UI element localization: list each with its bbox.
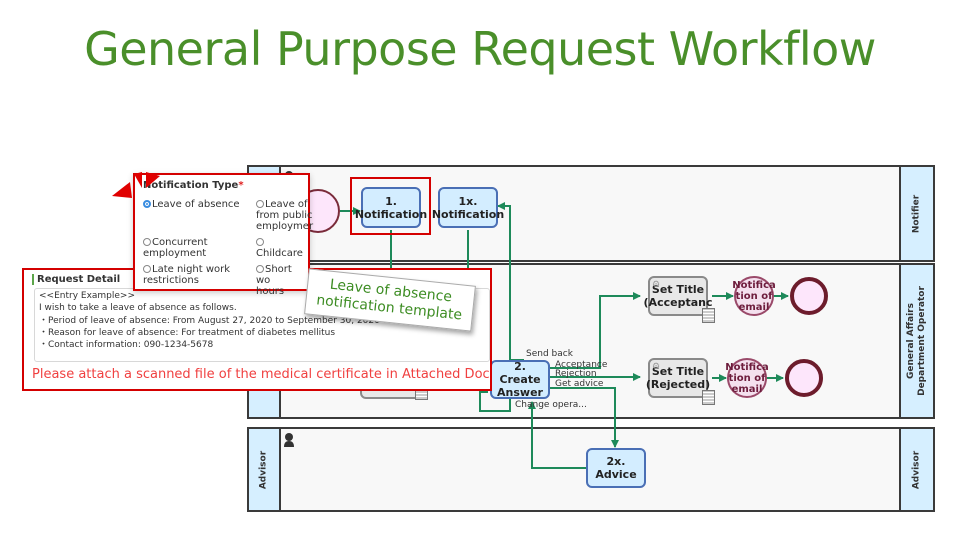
flow-change-operator bbox=[479, 391, 511, 412]
entry-line: ・Reason for leave of absence: For treatm… bbox=[39, 327, 336, 338]
option-label: Late night work bbox=[152, 264, 231, 275]
lane-header-advisor[interactable]: Advisor bbox=[899, 429, 933, 510]
flow-send-back bbox=[497, 202, 524, 362]
option-label: employmer bbox=[256, 221, 314, 232]
notification-type-panel: Notification Type* Leave of absence Leav… bbox=[133, 173, 313, 297]
flow-label-change-operator: Change opera... bbox=[515, 400, 587, 410]
attachment-warning: Please attach a scanned file of the medi… bbox=[32, 367, 490, 382]
lane-header-advisor-left[interactable]: Advisor bbox=[249, 429, 281, 510]
flow-label-rejection: Rejection bbox=[555, 369, 597, 379]
auto-set-title-acceptance[interactable]: ⚙ Set Title(Acceptanc bbox=[644, 276, 715, 323]
task-notification[interactable]: 1.Notification bbox=[355, 187, 427, 228]
option-label: Leave of bbox=[265, 199, 308, 210]
radio-icon bbox=[256, 238, 264, 246]
task-label: Set Title bbox=[651, 283, 705, 296]
task-label: 1. bbox=[385, 194, 397, 208]
entry-line: I wish to take a leave of absence as fol… bbox=[39, 303, 237, 314]
option-label: Short wo bbox=[256, 264, 292, 286]
radio-childcare[interactable]: Childcare bbox=[256, 237, 308, 259]
flow-acceptance bbox=[550, 292, 641, 369]
highlight-box-notification bbox=[350, 177, 431, 235]
calculator-icon bbox=[702, 308, 715, 323]
option-label: Leave of absence bbox=[152, 199, 240, 210]
radio-icon bbox=[143, 265, 151, 273]
email-label: email bbox=[738, 301, 770, 313]
radio-icon bbox=[256, 265, 264, 273]
end-event-rejected[interactable] bbox=[785, 359, 823, 397]
option-label: Concurrent bbox=[152, 237, 208, 248]
email-label: tion of bbox=[735, 290, 773, 302]
radio-leave-of-absence[interactable]: Leave of absence bbox=[143, 199, 240, 210]
lane-header-notifier[interactable]: Notifier bbox=[899, 167, 933, 260]
flow-label-get-advice: Get advice bbox=[555, 379, 604, 389]
task-label: Notification bbox=[354, 207, 428, 221]
flow-label-send-back: Send back bbox=[526, 349, 573, 359]
task-label: (Rejected) bbox=[645, 378, 711, 391]
option-label: restrictions bbox=[143, 275, 199, 286]
option-label: from public bbox=[256, 210, 313, 221]
radio-icon bbox=[143, 238, 151, 246]
calculator-icon bbox=[702, 390, 715, 405]
pointer-arrows-icon bbox=[112, 172, 160, 198]
task-label: Answer bbox=[497, 386, 543, 399]
flow-get-advice bbox=[550, 387, 619, 448]
required-mark: * bbox=[238, 180, 244, 191]
task-label: 1x. bbox=[458, 194, 478, 208]
gear-icon: ⚙ bbox=[652, 280, 661, 290]
field-label: Notification Type bbox=[143, 180, 239, 191]
task-label: (Acceptanc bbox=[643, 296, 713, 309]
email-label: Notifica bbox=[725, 361, 769, 373]
radio-icon bbox=[256, 200, 264, 208]
radio-selected-icon bbox=[143, 200, 151, 208]
email-label: Notifica bbox=[732, 279, 776, 291]
slide-title: General Purpose Request Workflow bbox=[84, 22, 876, 76]
task-label: 2. Create bbox=[499, 360, 541, 386]
end-event-acceptance[interactable] bbox=[790, 277, 828, 315]
option-label: hours bbox=[256, 286, 285, 297]
task-label: Notification bbox=[431, 207, 505, 221]
flow-advice-return bbox=[528, 401, 586, 469]
flow-label-acceptance: Acceptance bbox=[555, 360, 608, 370]
email-label: email bbox=[731, 383, 763, 395]
email-label: tion of bbox=[728, 372, 766, 384]
auto-set-title-rejected[interactable]: ⚙ Set Title(Rejected) bbox=[645, 358, 715, 405]
task-label: 2x. Advice bbox=[595, 455, 637, 481]
entry-line: ・Contact information: 090-1234-5678 bbox=[39, 340, 214, 351]
task-label: Set Title bbox=[651, 365, 705, 378]
person-icon bbox=[284, 433, 294, 447]
notification-type-label: Notification Type* bbox=[143, 180, 244, 191]
option-label: Childcare bbox=[256, 248, 303, 259]
option-label: employment bbox=[143, 248, 207, 259]
task-advice[interactable]: 2x. Advice bbox=[586, 448, 646, 488]
gear-icon: ⚙ bbox=[652, 362, 661, 372]
entry-line: <<Entry Example>> bbox=[39, 291, 136, 301]
request-detail-label: Request Detail bbox=[32, 274, 120, 285]
entry-line: ・Period of leave of absence: From August… bbox=[39, 315, 380, 326]
task-renotification[interactable]: 1x.Notification bbox=[432, 187, 504, 228]
